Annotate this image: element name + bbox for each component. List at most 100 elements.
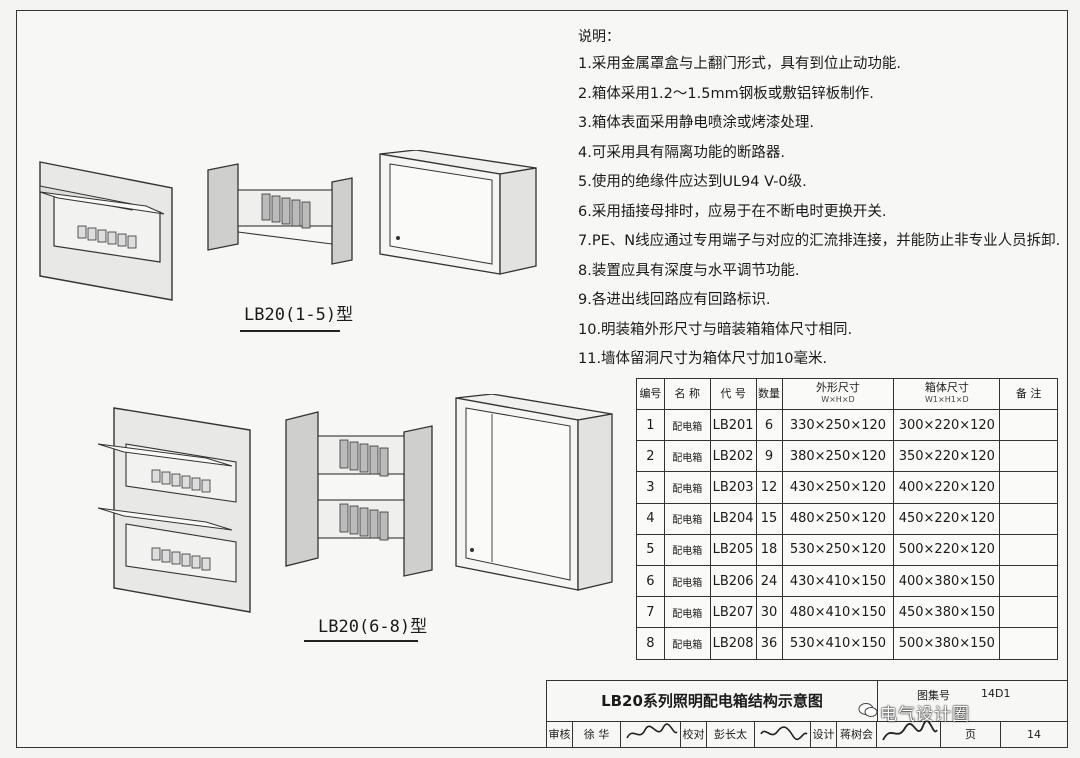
cell-no: 5 [636, 533, 665, 566]
reviewer-signature [621, 722, 681, 748]
reviewer-name: 徐 华 [573, 722, 621, 748]
note-item: 9.各进出线回路应有回路标识. [578, 292, 771, 308]
cell-outer: 430×250×120 [781, 471, 895, 504]
cell-name: 配电箱 [663, 471, 711, 504]
cell-remark [999, 408, 1058, 442]
cell-code: LB201 [709, 408, 757, 442]
note-item: 11.墙体留洞尺寸为箱体尺寸加10毫米. [578, 351, 828, 367]
cell-outer: 480×410×150 [781, 596, 895, 629]
cell-count: 18 [755, 533, 783, 566]
cell-no: 1 [636, 408, 665, 442]
cell-code: LB208 [709, 627, 757, 660]
cell-box: 300×220×120 [893, 408, 1001, 442]
cell-name: 配电箱 [663, 627, 711, 660]
cell-remark [999, 502, 1058, 535]
header-count: 数量 [755, 378, 783, 410]
cell-code: LB206 [709, 564, 757, 598]
cell-outer: 530×410×150 [781, 627, 895, 660]
note-item: 4.可采用具有隔离功能的断路器. [578, 144, 785, 161]
cell-name: 配电箱 [663, 502, 711, 535]
atlas-info: 图集号 14D1 [877, 681, 1067, 721]
cell-box: 450×380×150 [893, 596, 1001, 629]
model-label-bottom: LB20(6-8)型 [318, 617, 428, 637]
signature-row: 审核 徐 华 校对 彭长太 设计 蒋树会 页 14 [547, 720, 1067, 748]
cell-name: 配电箱 [663, 533, 711, 566]
cell-outer: 530×250×120 [781, 533, 895, 566]
enclosure-double-drawing [455, 394, 613, 591]
note-item: 6.采用插接母排时，应易于在不断电时更换开关. [578, 203, 887, 220]
enclosure-single-drawing [379, 150, 537, 275]
cell-no: 6 [636, 564, 665, 598]
cell-box: 400×220×120 [893, 471, 1001, 504]
cell-count: 9 [755, 440, 783, 473]
designer-name: 蒋树会 [837, 722, 877, 748]
cell-remark [999, 533, 1058, 566]
note-item: 5.使用的绝缘件应达到UL94 V-0级. [578, 174, 807, 190]
flush-box-double-drawing [97, 407, 251, 613]
cell-count: 15 [755, 502, 783, 535]
header-box: 箱体尺寸 W1×H1×D [893, 378, 1001, 410]
drawing-title: LB20系列照明配电箱结构示意图 [547, 681, 878, 721]
cell-remark [999, 627, 1058, 660]
cell-remark [999, 596, 1058, 629]
cell-count: 6 [755, 408, 783, 442]
notes-block: 说明： 1.采用金属罩盒与上翻门形式，具有到位止动功能. 2.箱体采用1.2～1… [578, 26, 1078, 375]
cell-count: 12 [755, 471, 783, 504]
header-name: 名 称 [663, 378, 711, 410]
spec-table: 编号 名 称 代 号 数量 外形尺寸 W×H×D 箱体尺寸 W1×H1×D 备 … [636, 378, 1058, 660]
label-underline-bottom [304, 640, 418, 642]
designer-signature [877, 720, 941, 748]
table-header-row: 编号 名 称 代 号 数量 外形尺寸 W×H×D 箱体尺寸 W1×H1×D 备 … [636, 378, 1058, 410]
atlas-value: 14D1 [981, 687, 1011, 700]
chassis-double-drawing [285, 411, 433, 577]
cell-code: LB203 [709, 471, 757, 504]
note-item: 10.明装箱外形尺寸与暗装箱箱体尺寸相同. [578, 321, 853, 338]
cell-code: LB207 [709, 596, 757, 629]
cell-no: 8 [636, 627, 665, 660]
header-box-sub: W1×H1×D [925, 395, 969, 404]
page-label: 页 [941, 722, 1001, 748]
cell-code: LB205 [709, 533, 757, 566]
wechat-icon [858, 703, 878, 717]
cell-outer: 480×250×120 [781, 502, 895, 535]
header-no: 编号 [636, 378, 665, 410]
header-outer-label: 外形尺寸 [815, 381, 860, 394]
cell-no: 3 [636, 471, 665, 504]
checker-name: 彭长太 [707, 722, 755, 748]
cell-remark [999, 440, 1058, 473]
cell-code: LB202 [709, 440, 757, 473]
header-outer-sub: W×H×D [821, 395, 855, 404]
note-item: 2.箱体采用1.2～1.5mm钢板或敷铝锌板制作. [578, 85, 874, 102]
title-block: LB20系列照明配电箱结构示意图 图集号 14D1 审核 徐 华 校对 彭长太 … [546, 680, 1068, 748]
cell-no: 7 [636, 596, 665, 629]
cell-remark [999, 564, 1058, 598]
cell-box: 350×220×120 [893, 440, 1001, 473]
cell-box: 450×220×120 [893, 502, 1001, 535]
page-value: 14 [1027, 728, 1041, 741]
note-item: 8.装置应具有深度与水平调节功能. [578, 262, 800, 279]
cell-count: 36 [755, 627, 783, 660]
cell-no: 2 [636, 440, 665, 473]
check-label: 校对 [681, 722, 707, 748]
cell-name: 配电箱 [663, 440, 711, 473]
flush-box-single-drawing [39, 161, 173, 301]
cell-outer: 330×250×120 [781, 408, 895, 442]
cell-name: 配电箱 [663, 564, 711, 598]
design-label: 设计 [811, 722, 837, 748]
cell-count: 30 [755, 596, 783, 629]
cell-box: 500×380×150 [893, 627, 1001, 660]
checker-signature [755, 722, 811, 748]
header-code: 代 号 [709, 378, 757, 410]
cell-outer: 430×410×150 [781, 564, 895, 598]
review-label: 审核 [547, 722, 573, 748]
cell-count: 24 [755, 564, 783, 598]
label-underline-top [240, 330, 340, 332]
